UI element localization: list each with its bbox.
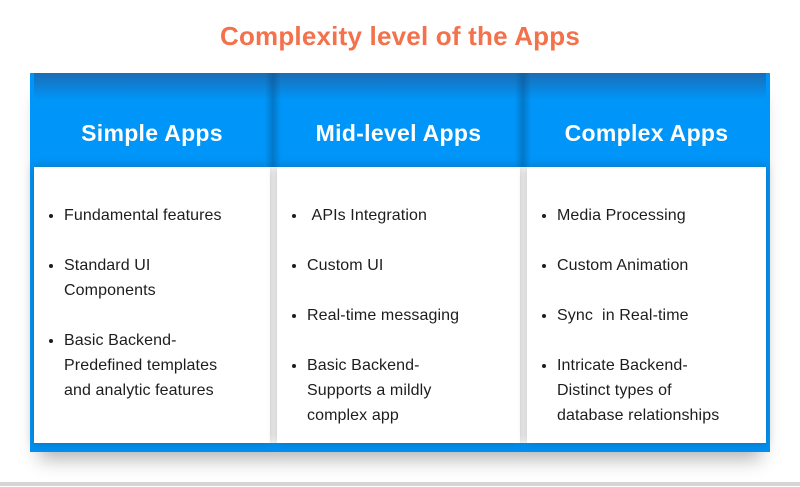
list-item: Custom Animation bbox=[557, 253, 756, 278]
list-item: Basic Backend- Predefined templates and … bbox=[64, 328, 260, 403]
column-body-simple-apps: Fundamental features Standard UI Compone… bbox=[34, 167, 270, 443]
header-gap-shade-1 bbox=[265, 73, 281, 167]
table-border-left bbox=[30, 73, 34, 452]
column-header-complex-apps: Complex Apps bbox=[564, 119, 729, 146]
list-item: Real-time messaging bbox=[307, 303, 510, 328]
bottom-divider bbox=[0, 482, 800, 486]
list-item: Sync in Real-time bbox=[557, 303, 756, 328]
list-item: APIs Integration bbox=[307, 203, 510, 228]
column-complex-apps: Complex Apps Media Processing Custom Ani… bbox=[527, 73, 766, 443]
list-item: Intricate Backend- Distinct types of dat… bbox=[557, 353, 756, 428]
column-simple-apps: Simple Apps Fundamental features Standar… bbox=[34, 73, 270, 443]
feature-list-mid-level-apps: APIs Integration Custom UI Real-time mes… bbox=[277, 167, 520, 428]
feature-list-simple-apps: Fundamental features Standard UI Compone… bbox=[34, 167, 270, 403]
header-band bbox=[30, 73, 770, 167]
column-body-mid-level-apps: APIs Integration Custom UI Real-time mes… bbox=[277, 167, 520, 443]
feature-list-complex-apps: Media Processing Custom Animation Sync i… bbox=[527, 167, 766, 428]
page-title: Complexity level of the Apps bbox=[219, 21, 581, 51]
list-item: Custom UI bbox=[307, 253, 510, 278]
table-bottom-bar bbox=[30, 443, 770, 452]
column-mid-level-apps: Mid-level Apps APIs Integration Custom U… bbox=[277, 73, 520, 443]
table-border-right bbox=[766, 73, 770, 452]
list-item: Fundamental features bbox=[64, 203, 260, 228]
list-item: Media Processing bbox=[557, 203, 756, 228]
header-gap-shade-2 bbox=[515, 73, 531, 167]
list-item: Standard UI Components bbox=[64, 253, 260, 303]
comparison-table: Simple Apps Fundamental features Standar… bbox=[30, 73, 770, 452]
column-header-mid-level-apps: Mid-level Apps bbox=[315, 119, 482, 146]
column-header-simple-apps: Simple Apps bbox=[81, 119, 223, 146]
list-item: Basic Backend- Supports a mildly complex… bbox=[307, 353, 510, 428]
column-body-complex-apps: Media Processing Custom Animation Sync i… bbox=[527, 167, 766, 443]
